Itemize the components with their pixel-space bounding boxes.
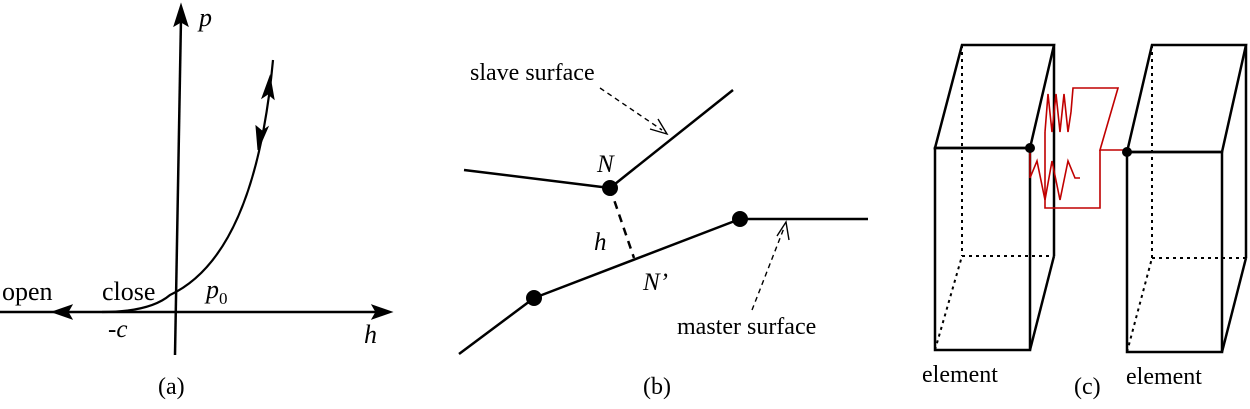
node-n-prime-label: N’ (642, 269, 668, 296)
close-label: close (102, 277, 155, 306)
right-box-top-face (1125, 43, 1248, 154)
left-box-bottom-right-edge (1028, 255, 1056, 351)
lower-spring-zigzag-icon (1029, 158, 1080, 201)
slave-leader-arrowhead-icon (649, 118, 669, 136)
left-box-front-face (933, 146, 1032, 352)
upper-spring-zigzag-icon (1044, 93, 1072, 133)
right-contact-node-dot-icon (1122, 147, 1132, 157)
slave-surface-label: slave surface (470, 60, 595, 86)
spring-bracket-lines (1044, 132, 1101, 209)
left-element-label: element (922, 362, 998, 388)
left-box-top-face (933, 43, 1056, 150)
h-axis-arrowhead-icon (370, 304, 394, 320)
right-element-box (1125, 43, 1248, 354)
h-axis-label: h (364, 320, 377, 349)
right-box-bottom-right-edge (1220, 257, 1248, 353)
gap-h-label: h (594, 229, 607, 256)
master-surface-label: master surface (677, 314, 816, 340)
caption-b: (b) (643, 374, 671, 400)
offset-c-label: -c (108, 316, 127, 343)
node-n-label: N (596, 151, 615, 178)
panel-a-labels: p h open close -c p0 (a) (2, 3, 377, 400)
unloading-arrowhead-icon (255, 124, 270, 151)
panel-c-labels: element element (c) (922, 362, 1202, 400)
open-label: open (2, 277, 53, 306)
left-box-hidden-diagonal (934, 255, 963, 351)
spring-link-lines (1070, 87, 1127, 151)
p-axis-arrowhead-icon (173, 2, 189, 28)
master-surface-segment-low (458, 296, 535, 356)
p0-label: p0 (204, 275, 228, 308)
master-surface-segment-mid (533, 217, 741, 300)
master-node-dot-right-icon (732, 211, 748, 227)
p-axis-label: p (197, 3, 212, 32)
slave-surface-segment-left (463, 168, 611, 190)
panel-b (458, 87, 868, 356)
right-box-hidden-diagonal (1126, 257, 1153, 353)
caption-c: (c) (1074, 374, 1101, 400)
pressure-overclosure-curve (101, 59, 275, 314)
slave-node-dot-icon (602, 180, 618, 196)
caption-a: (a) (158, 374, 185, 400)
loading-arrowhead-icon (261, 74, 275, 101)
p-axis-line (173, 17, 183, 356)
left-element-box (933, 43, 1056, 352)
panel-a (0, 2, 394, 356)
master-leader-line (751, 227, 785, 311)
open-arrowhead-icon (50, 304, 74, 320)
master-leader-arrowhead-icon (776, 220, 790, 241)
gap-distance-line (608, 187, 636, 259)
master-node-dot-left-icon (526, 290, 542, 306)
panel-b-labels: slave surface master surface N N’ h (b) (470, 60, 816, 400)
slave-surface-segment-right (609, 89, 734, 189)
panel-c (933, 43, 1248, 354)
left-contact-node-dot-icon (1025, 143, 1035, 153)
right-box-front-face (1125, 150, 1224, 354)
contact-spring-assembly-icon (1029, 87, 1127, 209)
slave-leader-line (599, 87, 663, 131)
right-element-label: element (1126, 364, 1202, 390)
